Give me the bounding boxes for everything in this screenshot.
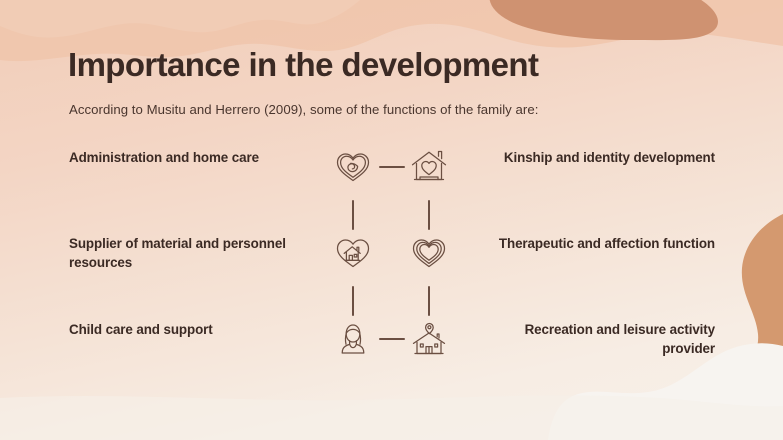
house-pin-icon <box>406 316 452 362</box>
function-label-right: Kinship and identity development <box>503 150 715 165</box>
heart-spiral-icon <box>330 144 376 190</box>
house-heart-icon <box>406 144 452 190</box>
function-label-left: Supplier of material and personnel resou… <box>69 236 286 271</box>
function-row: Administration and home care Kinship and… <box>0 148 783 208</box>
column-connector-line <box>428 286 430 316</box>
heart-house-icon <box>330 230 376 276</box>
column-connector-line <box>428 200 430 230</box>
row-connector-dash <box>379 166 405 168</box>
page-title: Importance in the development <box>68 46 539 83</box>
function-label-right: Recreation and leisure activity provider <box>524 322 716 357</box>
function-label-left: Administration and home care <box>69 150 259 165</box>
row-connector-dash <box>379 338 405 340</box>
double-heart-icon <box>406 230 452 276</box>
column-connector-line <box>352 286 354 316</box>
function-row: Child care and support Recreation and le… <box>0 320 783 380</box>
subtitle: According to Musitu and Herrero (2009), … <box>69 102 539 117</box>
function-label-right: Therapeutic and affection function <box>498 236 715 251</box>
person-icon <box>330 316 376 362</box>
function-row: Supplier of material and personnel resou… <box>0 234 783 294</box>
function-label-left: Child care and support <box>69 322 213 337</box>
column-connector-line <box>352 200 354 230</box>
